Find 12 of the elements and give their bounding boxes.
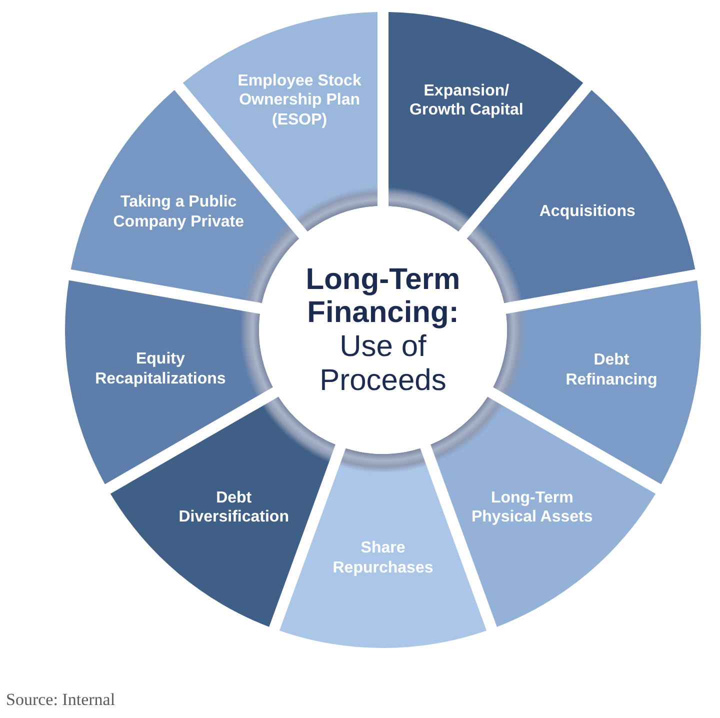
hub-title: Long-Term Financing: (304, 262, 462, 330)
segment-label: Expansion/ Growth Capital (408, 81, 524, 120)
segment-label: Debt Refinancing (564, 350, 658, 390)
segment-label: Share Repurchases (332, 538, 434, 578)
segment-label: Taking a Public Company Private (112, 192, 245, 232)
segment-label: Acquisitions (538, 202, 636, 222)
segment-label: Debt Diversification (178, 488, 290, 528)
source-note: Source: Internal (6, 690, 116, 710)
segment-label: Long-Term Physical Assets (470, 488, 594, 528)
segment-label: Equity Recapitalizations (94, 350, 227, 389)
hub-subtitle: Use of Proceeds (318, 330, 448, 398)
segment-label: Employee Stock Ownership Plan (ESOP) (236, 71, 362, 130)
